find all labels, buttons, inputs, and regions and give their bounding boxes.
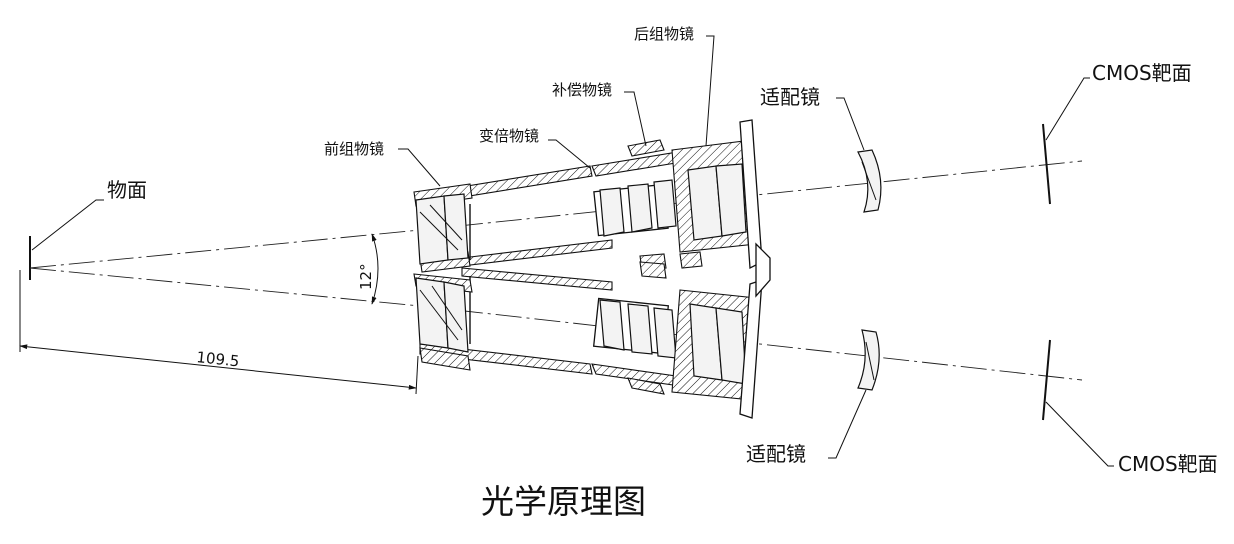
front-group-label: 前组物镜 — [324, 140, 384, 158]
upper-lens-barrel — [413, 119, 763, 273]
cmos-plane-bottom — [1042, 339, 1051, 421]
object-plane-label: 物面 — [107, 178, 147, 202]
cmos-bottom-label: CMOS靶面 — [1118, 452, 1218, 476]
leader-lines — [31, 35, 1114, 467]
rear-group-label: 后组物镜 — [634, 25, 694, 43]
center-mount — [755, 242, 771, 298]
angle-label: 12° — [357, 263, 375, 290]
distance-dimension — [19, 270, 419, 395]
lower-lens-barrel — [413, 261, 763, 419]
optical-axes — [29, 160, 1083, 381]
zoom-lens-label: 变倍物镜 — [479, 127, 539, 145]
adapter-top-label: 适配镜 — [760, 85, 820, 109]
adapter-lens-bottom — [857, 329, 880, 391]
diagram-title: 光学原理图 — [481, 482, 646, 521]
adapter-bottom-label: 适配镜 — [746, 442, 806, 466]
angle-dimension — [371, 233, 379, 305]
adapter-lens-top — [857, 149, 882, 213]
cmos-top-label: CMOS靶面 — [1092, 61, 1192, 85]
compensator-label: 补偿物镜 — [552, 81, 612, 99]
distance-label: 109.5 — [196, 348, 241, 370]
cmos-plane-top — [1042, 123, 1051, 205]
